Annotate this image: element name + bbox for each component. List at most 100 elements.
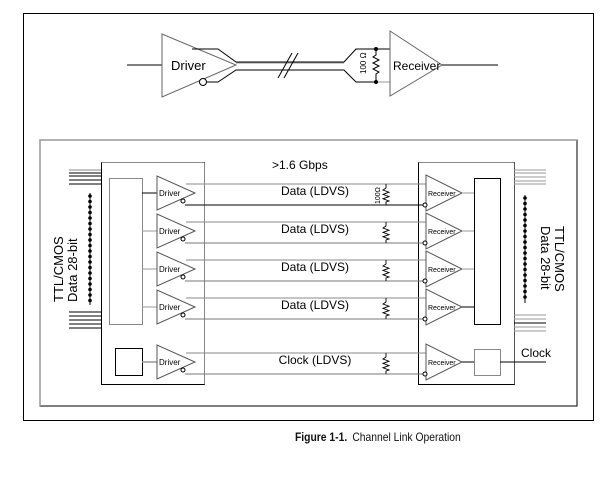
receiver-triangle <box>425 212 464 250</box>
resistor-icon <box>381 222 391 243</box>
speed-label: >1.6 Gbps <box>272 158 328 172</box>
receiver-invert-bubble <box>422 278 428 284</box>
driver-label: Driver <box>159 265 181 274</box>
right-bus-top <box>514 169 546 185</box>
serializer-block <box>109 178 143 325</box>
driver-label: Driver <box>159 227 181 236</box>
bus-dot <box>523 245 527 250</box>
bus-dot <box>88 271 92 275</box>
resistor-icon <box>381 184 391 205</box>
top-receiver-label: Receiver <box>393 59 440 73</box>
bus-dot <box>88 216 92 220</box>
outer-frame <box>23 13 594 421</box>
right-bus-label-line1: TTL/CMOS <box>552 226 567 292</box>
left-bus-label-line2: Data 28-bit <box>65 238 80 302</box>
right-bus-bottom <box>514 314 546 332</box>
rx-clock-block <box>474 349 501 376</box>
receiver-label: Receiver <box>428 305 456 312</box>
bus-dot <box>88 260 92 264</box>
bus-dot <box>88 210 92 215</box>
line-label: Clock (LDVS) <box>279 353 352 367</box>
bus-dot <box>523 223 527 228</box>
tx-clock-block <box>115 348 143 376</box>
bus-dot <box>88 287 92 292</box>
bus-dot <box>523 207 527 211</box>
bus-dot <box>88 221 92 226</box>
right-bus-label-line2: Data 28-bit <box>538 226 553 290</box>
receiver-invert-bubble <box>422 371 428 377</box>
bus-dot <box>88 199 92 204</box>
driver-triangle <box>156 289 197 325</box>
driver-invert-bubble <box>180 198 186 204</box>
driver-invert-bubble <box>180 367 186 373</box>
receiver-triangle <box>425 343 464 381</box>
receiver-triangle <box>425 174 464 212</box>
bus-dot <box>523 218 527 222</box>
bus-dot <box>88 243 92 248</box>
bus-dot <box>523 251 527 255</box>
driver-label: Driver <box>159 303 181 312</box>
top-diagram: Driver 100 Ω Receiver <box>127 30 498 98</box>
channel-4: Driver Data (LDVS) Receiver <box>142 288 474 326</box>
bus-dot <box>523 278 527 283</box>
resistor-icon <box>381 353 391 374</box>
bus-dot <box>523 273 527 277</box>
bus-dot <box>88 282 92 286</box>
driver-invert-bubble <box>180 312 186 318</box>
node-dot-bottom <box>374 80 378 84</box>
bus-dot <box>88 276 92 281</box>
left-bus-label-line1: TTL/CMOS <box>51 236 66 302</box>
receiver-invert-bubble <box>422 316 428 322</box>
channel-5: Driver Clock (LDVS) Receiver <box>156 343 474 381</box>
line-label: Data (LDVS) <box>281 184 349 198</box>
bus-dot <box>523 201 527 206</box>
top-driver-label: Driver <box>171 58 206 73</box>
bus-dot <box>88 298 92 303</box>
line-label: Data (LDVS) <box>281 222 349 236</box>
receiver-triangle <box>425 250 464 288</box>
driver-triangle <box>156 251 197 287</box>
left-bus-top <box>69 169 101 185</box>
top-receiver-triangle <box>389 30 443 97</box>
bus-dot <box>523 256 527 261</box>
top-resistor-icon <box>371 49 381 82</box>
deserializer-block <box>474 178 501 325</box>
driver-invert-bubble <box>180 236 186 242</box>
top-resistor-label: 100 Ω <box>359 52 368 74</box>
figure-number: Figure 1-1. <box>295 430 348 444</box>
left-bus-bottom <box>69 311 101 329</box>
driver-label: Driver <box>159 358 181 367</box>
node-dot-top <box>374 47 378 51</box>
bus-dot <box>88 293 92 297</box>
driver-triangle <box>156 213 197 249</box>
break-mark-1 <box>277 52 293 79</box>
top-driver-invert-bubble <box>199 78 207 86</box>
bus-dot <box>523 212 527 217</box>
driver-invert-bubble <box>180 274 186 280</box>
receiver-label: Receiver <box>428 360 456 367</box>
driver-label: Driver <box>159 189 181 198</box>
receiver-invert-bubble <box>422 202 428 208</box>
break-mark-2 <box>283 52 299 79</box>
top-pair-upper <box>192 48 376 63</box>
receiver-label: Receiver <box>428 229 456 236</box>
receiver-label: Receiver <box>428 191 456 198</box>
bus-dot <box>523 289 527 294</box>
figure-title: Channel Link Operation <box>352 430 461 444</box>
bus-dot <box>523 284 527 288</box>
figure-caption: Figure 1-1. Channel Link Operation <box>295 430 461 444</box>
line-label: Data (LDVS) <box>281 298 349 312</box>
bus-dot <box>88 265 92 270</box>
bus-dot <box>523 267 527 272</box>
bus-dot <box>523 229 527 233</box>
resistor-icon <box>381 260 391 281</box>
bus-dot <box>523 196 527 200</box>
bus-dot <box>523 295 527 299</box>
driver-triangle <box>156 344 197 380</box>
driver-triangle <box>156 175 197 211</box>
right-bus-dots <box>523 196 527 299</box>
